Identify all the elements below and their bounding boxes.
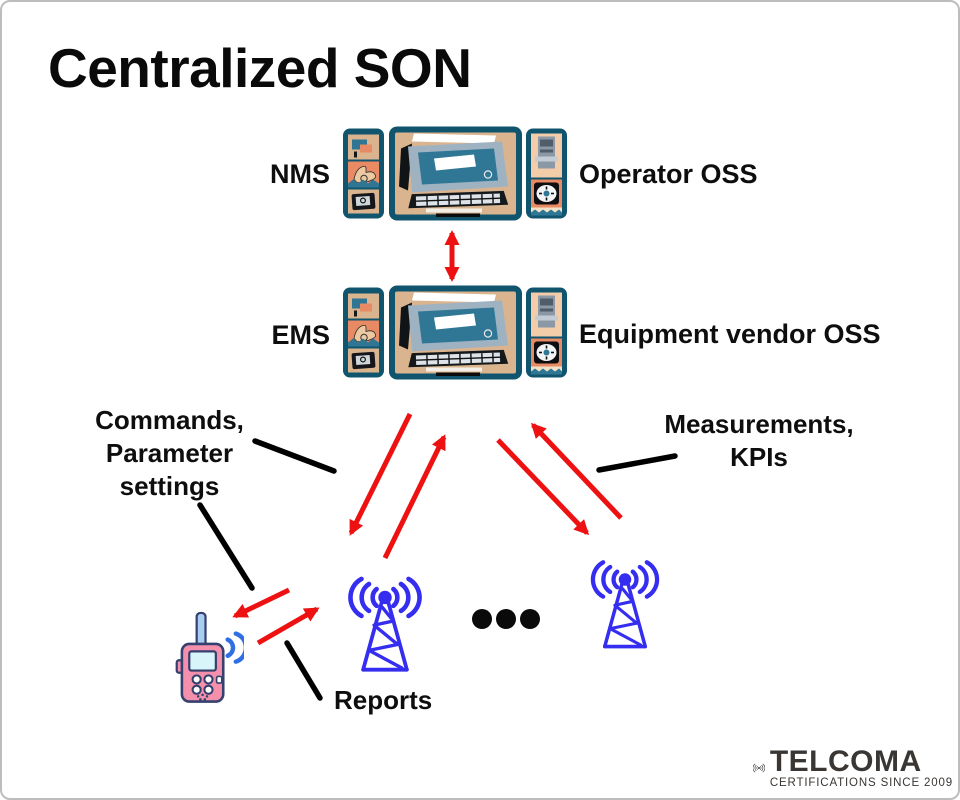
arrow-ems-to-right-tower xyxy=(496,438,590,536)
commands-line2: Parameter xyxy=(105,438,234,468)
telcoma-logo: TELCOMA CERTIFICATIONS SINCE 2009 xyxy=(753,741,953,795)
nms-label: NMS xyxy=(270,159,330,189)
measurements-annotation: Measurements, KPIs xyxy=(634,408,884,474)
logo-text: TELCOMA CERTIFICATIONS SINCE 2009 xyxy=(769,744,953,790)
ellipsis-dots xyxy=(472,609,540,629)
ems-desktop-computer-icon xyxy=(342,285,568,380)
arrow-from-terminal xyxy=(256,606,320,646)
operator-oss-label: Operator OSS xyxy=(579,159,758,189)
commands-line3: settings xyxy=(119,471,220,501)
measurements-line2: KPIs xyxy=(730,442,788,472)
arrow-right-tower-to-ems xyxy=(530,422,623,520)
equipment-vendor-oss-label: Equipment vendor OSS xyxy=(579,319,881,349)
commands-line1: Commands, xyxy=(95,405,244,435)
page-title: Centralized SON xyxy=(48,37,472,99)
ems-label: EMS xyxy=(271,320,330,350)
radio-waves-icon xyxy=(753,763,765,773)
radio-tower-icon-left xyxy=(343,570,427,682)
commands-annotation: Commands, Parameter settings xyxy=(57,404,282,503)
walkie-talkie-icon xyxy=(175,611,244,703)
radio-tower-icon-right xyxy=(586,554,664,658)
arrow-ems-to-left-tower xyxy=(348,412,413,536)
reports-annotation: Reports xyxy=(334,685,433,715)
measurements-line1: Measurements, xyxy=(664,409,854,439)
leader-reports xyxy=(284,640,323,701)
nms-desktop-computer-icon xyxy=(342,126,568,221)
logo-brand: TELCOMA xyxy=(769,744,922,778)
leader-commands-terminal xyxy=(197,502,255,591)
logo-tagline: CERTIFICATIONS SINCE 2009 xyxy=(769,776,953,789)
arrow-left-tower-to-ems xyxy=(382,434,447,560)
